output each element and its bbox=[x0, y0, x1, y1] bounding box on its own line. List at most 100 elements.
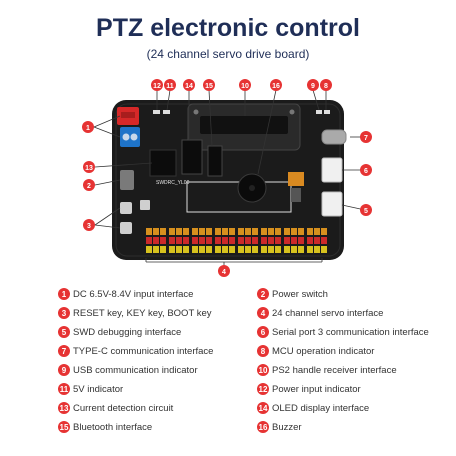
svg-text:3: 3 bbox=[87, 223, 91, 230]
legend-text: 5V indicator bbox=[73, 383, 124, 395]
legend-number-badge: 2 bbox=[257, 288, 269, 300]
dc-terminal-block bbox=[120, 127, 140, 147]
legend-text: Buzzer bbox=[272, 421, 302, 433]
legend-number-badge: 13 bbox=[58, 402, 70, 414]
callout-2: 2 bbox=[83, 179, 95, 191]
callout-8: 8 bbox=[320, 79, 332, 91]
bluetooth-header bbox=[207, 145, 223, 177]
servo-pin-column bbox=[229, 228, 235, 253]
svg-text:5: 5 bbox=[364, 208, 368, 215]
legend-number-badge: 5 bbox=[58, 326, 70, 338]
servo-pin-column bbox=[199, 228, 205, 253]
legend-text: TYPE-C communication interface bbox=[73, 345, 214, 357]
svg-text:4: 4 bbox=[222, 269, 226, 276]
servo-pin-column bbox=[160, 228, 166, 253]
callout-5: 5 bbox=[360, 204, 372, 216]
power-input-jack bbox=[117, 107, 139, 125]
legend-number-badge: 1 bbox=[58, 288, 70, 300]
servo-pin-column bbox=[183, 228, 189, 253]
callout-1: 1 bbox=[82, 121, 94, 133]
indicator-leds bbox=[153, 110, 330, 114]
svg-text:15: 15 bbox=[205, 83, 213, 90]
servo-pin-column bbox=[192, 228, 198, 253]
servo-pin-column bbox=[261, 228, 267, 253]
legend-text: 24 channel servo interface bbox=[272, 307, 384, 319]
leader-lines bbox=[93, 89, 366, 265]
callout-10: 10 bbox=[239, 79, 251, 91]
callout-12: 12 bbox=[151, 79, 163, 91]
legend-number-badge: 9 bbox=[58, 364, 70, 376]
legend-number-badge: 15 bbox=[58, 421, 70, 433]
servo-headers bbox=[146, 228, 327, 253]
swd-connector bbox=[321, 191, 343, 217]
servo-pin-column bbox=[238, 228, 244, 253]
callout-3: 3 bbox=[83, 219, 95, 231]
servo-pin-column bbox=[321, 228, 327, 253]
servo-pin-column bbox=[314, 228, 320, 253]
callout-4: 4 bbox=[218, 265, 230, 277]
svg-text:8: 8 bbox=[324, 83, 328, 90]
servo-pin-column bbox=[222, 228, 228, 253]
legend-number-badge: 10 bbox=[257, 364, 269, 376]
key-buttons bbox=[120, 200, 150, 234]
servo-pin-column bbox=[307, 228, 313, 253]
legend-text: USB communication indicator bbox=[73, 364, 198, 376]
callout-14: 14 bbox=[183, 79, 195, 91]
legend-number-badge: 4 bbox=[257, 307, 269, 319]
servo-pin-column bbox=[268, 228, 274, 253]
servo-pin-column bbox=[169, 228, 175, 253]
servo-pin-column bbox=[275, 228, 281, 253]
buzzer bbox=[237, 173, 267, 203]
legend-text: RESET key, KEY key, BOOT key bbox=[73, 307, 212, 319]
svg-text:9: 9 bbox=[311, 83, 315, 90]
legend-text: PS2 handle receiver interface bbox=[272, 364, 397, 376]
servo-pin-column bbox=[176, 228, 182, 253]
legend-number-badge: 12 bbox=[257, 383, 269, 395]
legend-number-badge: 7 bbox=[58, 345, 70, 357]
legend-number-badge: 14 bbox=[257, 402, 269, 414]
servo-pin-column bbox=[291, 228, 297, 253]
servo-pin-column bbox=[146, 228, 152, 253]
capacitor bbox=[288, 172, 304, 186]
callout-13: 13 bbox=[83, 161, 95, 173]
legend-number-badge: 11 bbox=[58, 383, 70, 395]
legend-text: Power input indicator bbox=[272, 383, 361, 395]
callout-9: 9 bbox=[307, 79, 319, 91]
mcu-chip bbox=[149, 149, 177, 177]
svg-text:14: 14 bbox=[185, 83, 193, 90]
svg-text:12: 12 bbox=[153, 83, 161, 90]
legend-text: Current detection circuit bbox=[73, 402, 174, 414]
page-subtitle: (24 channel servo drive board) bbox=[146, 47, 310, 61]
page-title: PTZ electronic control bbox=[96, 14, 360, 42]
legend-text: Serial port 3 communication interface bbox=[272, 326, 429, 338]
silk-model-text: SWDRC_YL00 bbox=[156, 180, 190, 186]
svg-text:6: 6 bbox=[364, 168, 368, 175]
svg-text:16: 16 bbox=[272, 83, 280, 90]
svg-text:11: 11 bbox=[166, 83, 174, 90]
type-c-port bbox=[321, 129, 347, 145]
oled-header bbox=[181, 139, 203, 175]
legend-number-badge: 16 bbox=[257, 421, 269, 433]
svg-text:13: 13 bbox=[85, 165, 93, 172]
legend-number-badge: 8 bbox=[257, 345, 269, 357]
callout-16: 16 bbox=[270, 79, 282, 91]
ps2-receiver-socket bbox=[187, 103, 301, 151]
servo-pin-column bbox=[284, 228, 290, 253]
legend-number-badge: 3 bbox=[58, 307, 70, 319]
callout-6: 6 bbox=[360, 164, 372, 176]
servo-pin-column bbox=[215, 228, 221, 253]
